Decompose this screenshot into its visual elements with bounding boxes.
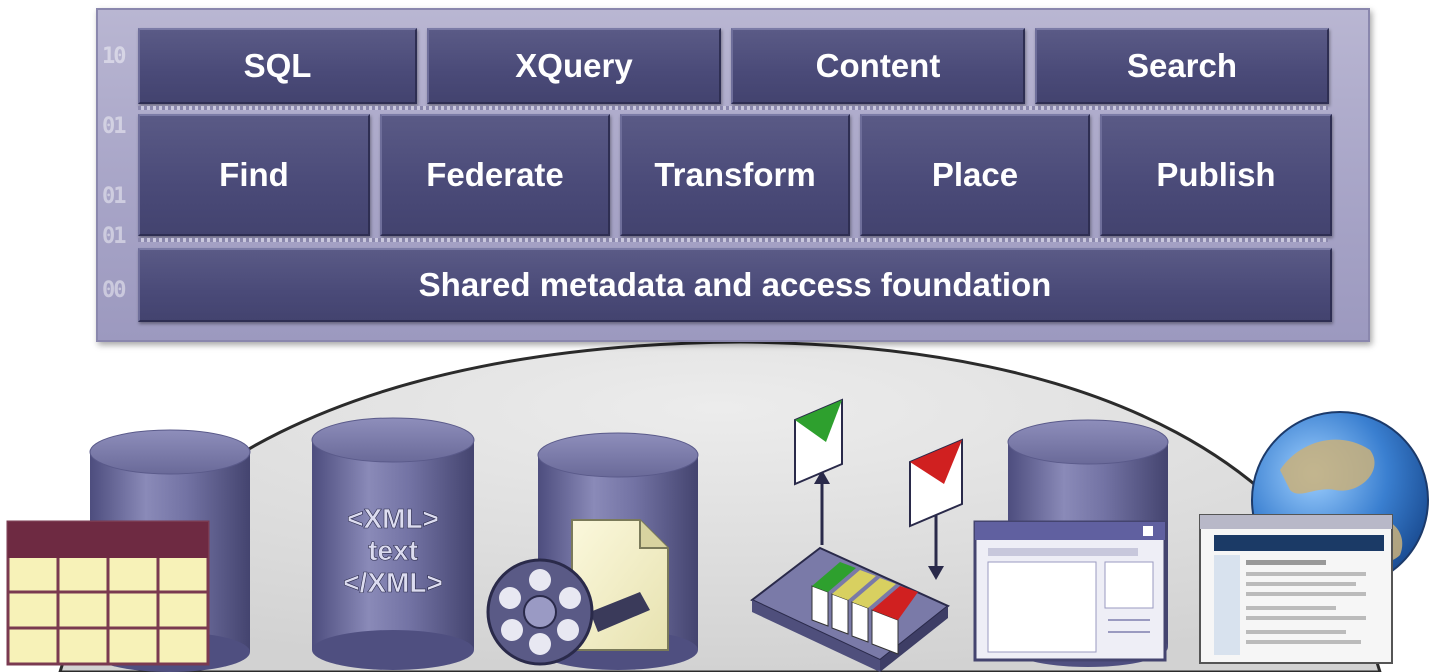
green-envelope-icon (794, 398, 843, 486)
binary-decoration: 01 (102, 184, 126, 209)
tile-content: Content (731, 28, 1025, 104)
table-grid-icon (6, 520, 210, 666)
row-divider (138, 106, 1328, 110)
tile-label: Content (815, 47, 941, 84)
tile-label: SQL (243, 47, 312, 84)
tile-label: Find (219, 156, 289, 193)
application-window-icon (973, 520, 1167, 662)
binary-decoration: 00 (102, 278, 126, 303)
binary-decoration: 01 (102, 224, 126, 249)
web-page-icon (1199, 514, 1393, 664)
tile-sql: SQL (138, 28, 417, 104)
tile-find: Find (138, 114, 370, 236)
message-queue-icon (750, 546, 950, 672)
tile-label: Search (1126, 47, 1238, 84)
binary-decoration: 10 (102, 44, 126, 69)
database-cylinder-xml: <XML> text </XML> (311, 417, 475, 670)
tile-label: Federate (426, 156, 564, 193)
tile-label: Place (931, 156, 1019, 193)
xml-close-tag: </XML> (343, 567, 443, 598)
tile-federate: Federate (380, 114, 610, 236)
dome-backdrop (58, 340, 1382, 672)
tile-publish: Publish (1100, 114, 1332, 236)
tile-label: Transform (654, 156, 816, 193)
tile-xquery: XQuery (427, 28, 721, 104)
binary-decoration: 01 (102, 114, 126, 139)
tile-place: Place (860, 114, 1090, 236)
film-reel-icon (486, 558, 650, 666)
tile-transform: Transform (620, 114, 850, 236)
architecture-frame: 10 01 01 01 00 SQL XQuery Content Search… (96, 8, 1370, 342)
tile-label: XQuery (515, 47, 633, 84)
tile-label: Publish (1156, 156, 1276, 193)
row-divider (138, 238, 1328, 242)
tile-search: Search (1035, 28, 1329, 104)
xml-text: text (368, 535, 418, 566)
foundation-label: Shared metadata and access foundation (418, 266, 1052, 303)
xml-open-tag: <XML> (347, 503, 439, 534)
tile-shared-foundation: Shared metadata and access foundation (138, 248, 1332, 322)
red-envelope-icon (909, 438, 963, 528)
